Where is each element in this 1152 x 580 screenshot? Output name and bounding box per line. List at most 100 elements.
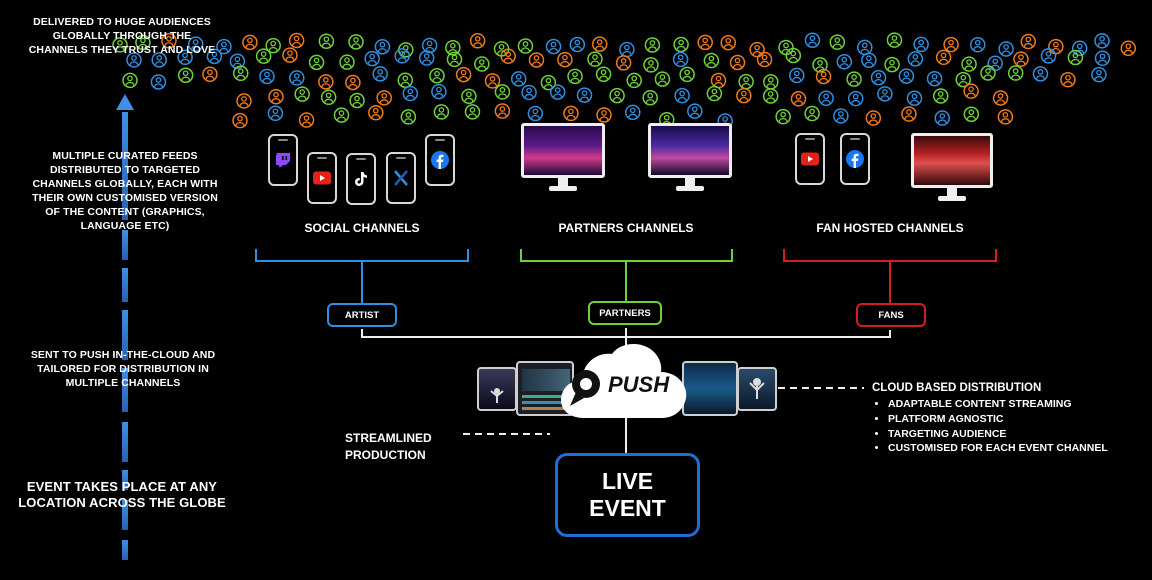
person-icon bbox=[935, 49, 952, 66]
person-icon bbox=[913, 36, 929, 53]
person-icon bbox=[729, 54, 746, 71]
person-icon bbox=[494, 103, 511, 119]
person-icon bbox=[112, 37, 128, 53]
person-icon bbox=[202, 66, 218, 83]
person-icon bbox=[521, 84, 537, 101]
person-icon bbox=[232, 65, 249, 82]
thumb-performer-left bbox=[477, 367, 517, 411]
person-icon bbox=[348, 34, 364, 50]
person-icon bbox=[886, 32, 903, 48]
pill-fans: FANS bbox=[856, 303, 926, 327]
person-icon bbox=[474, 56, 490, 72]
person-icon bbox=[135, 34, 151, 51]
person-icon bbox=[126, 52, 142, 68]
pill-partners: PARTNERS bbox=[588, 301, 662, 325]
person-icon bbox=[870, 69, 887, 86]
person-icon bbox=[469, 33, 486, 49]
person-icon bbox=[1067, 49, 1084, 66]
x-icon bbox=[394, 170, 408, 186]
person-icon bbox=[376, 90, 392, 106]
arrow-head bbox=[116, 94, 134, 110]
person-icon bbox=[567, 68, 583, 85]
person-icon bbox=[1060, 71, 1076, 88]
person-icon bbox=[906, 90, 923, 106]
person-icon bbox=[500, 48, 516, 64]
arrow-segment bbox=[122, 540, 128, 560]
person-icon bbox=[790, 91, 807, 107]
person-icon bbox=[775, 108, 791, 125]
streamlined-production-label: STREAMLINED PRODUCTION bbox=[345, 431, 432, 462]
bracket-partners bbox=[520, 249, 733, 262]
live-event-box: LIVE EVENT bbox=[555, 453, 700, 537]
person-icon bbox=[268, 88, 284, 105]
person-icon bbox=[397, 72, 414, 88]
person-icon bbox=[339, 54, 355, 70]
person-icon bbox=[433, 104, 450, 120]
person-icon bbox=[625, 104, 641, 121]
person-icon bbox=[884, 56, 900, 73]
person-icon bbox=[517, 38, 534, 54]
cloud-item: CUSTOMISED FOR EACH EVENT CHANNEL bbox=[888, 441, 1108, 456]
person-icon bbox=[644, 37, 661, 53]
caption-push: SENT TO PUSH IN-THE-CLOUD AND TAILORED F… bbox=[30, 349, 216, 389]
phone-youtube bbox=[307, 152, 337, 204]
person-icon bbox=[961, 56, 977, 72]
phone-tiktok bbox=[346, 153, 376, 205]
person-icon bbox=[836, 54, 853, 70]
person-icon bbox=[926, 70, 943, 87]
cloud-item: TARGETING AUDIENCE bbox=[888, 427, 1108, 442]
person-icon bbox=[833, 108, 849, 124]
phone-fan-facebook bbox=[840, 133, 870, 185]
monitor-partner-1 bbox=[521, 123, 605, 193]
person-icon bbox=[934, 110, 951, 126]
bracket-fan bbox=[783, 249, 997, 262]
phone-facebook bbox=[425, 134, 455, 186]
person-icon bbox=[907, 51, 924, 67]
person-icon bbox=[318, 74, 334, 90]
person-icon bbox=[400, 109, 417, 125]
person-icon bbox=[122, 72, 138, 89]
person-icon bbox=[1071, 40, 1088, 57]
push-logo-icon bbox=[570, 370, 600, 406]
person-icon bbox=[545, 38, 562, 55]
person-icon bbox=[846, 71, 862, 87]
person-icon bbox=[236, 93, 252, 109]
person-icon bbox=[150, 74, 167, 90]
person-icon bbox=[1120, 40, 1137, 57]
caption-feeds: MULTIPLE CURATED FEEDS DISTRIBUTED TO TA… bbox=[32, 150, 218, 232]
person-icon bbox=[527, 105, 544, 122]
arrow-segment bbox=[122, 368, 128, 412]
person-icon bbox=[298, 112, 315, 128]
person-icon bbox=[687, 103, 703, 119]
bracket-social bbox=[255, 249, 469, 262]
person-icon bbox=[318, 33, 335, 49]
person-icon bbox=[804, 32, 821, 48]
person-icon bbox=[557, 51, 573, 68]
person-icon bbox=[609, 87, 625, 104]
person-icon bbox=[963, 106, 980, 123]
person-icon bbox=[187, 36, 204, 52]
person-icon bbox=[569, 36, 586, 53]
person-icon bbox=[789, 67, 805, 84]
person-icon bbox=[756, 51, 773, 68]
person-icon bbox=[394, 48, 410, 64]
title-fan-hosted-channels: FAN HOSTED CHANNELS bbox=[816, 221, 964, 235]
person-icon bbox=[402, 85, 419, 102]
person-icon bbox=[697, 34, 713, 51]
title-social-channels: SOCIAL CHANNELS bbox=[304, 221, 420, 235]
person-icon bbox=[282, 47, 298, 63]
person-icon bbox=[461, 88, 477, 105]
arrow-segment bbox=[122, 112, 128, 220]
person-icon bbox=[865, 110, 882, 126]
person-icon bbox=[706, 85, 723, 102]
phone-twitch bbox=[268, 134, 298, 186]
cloud-distribution-list: CLOUD BASED DISTRIBUTION ADAPTABLE CONTE… bbox=[872, 382, 1108, 456]
person-icon bbox=[736, 87, 752, 104]
person-icon bbox=[720, 34, 737, 51]
person-icon bbox=[345, 74, 361, 91]
person-icon bbox=[151, 52, 167, 68]
person-icon bbox=[877, 86, 893, 102]
arrow-segment bbox=[122, 500, 128, 530]
person-icon bbox=[1020, 33, 1037, 50]
person-icon bbox=[418, 50, 435, 66]
